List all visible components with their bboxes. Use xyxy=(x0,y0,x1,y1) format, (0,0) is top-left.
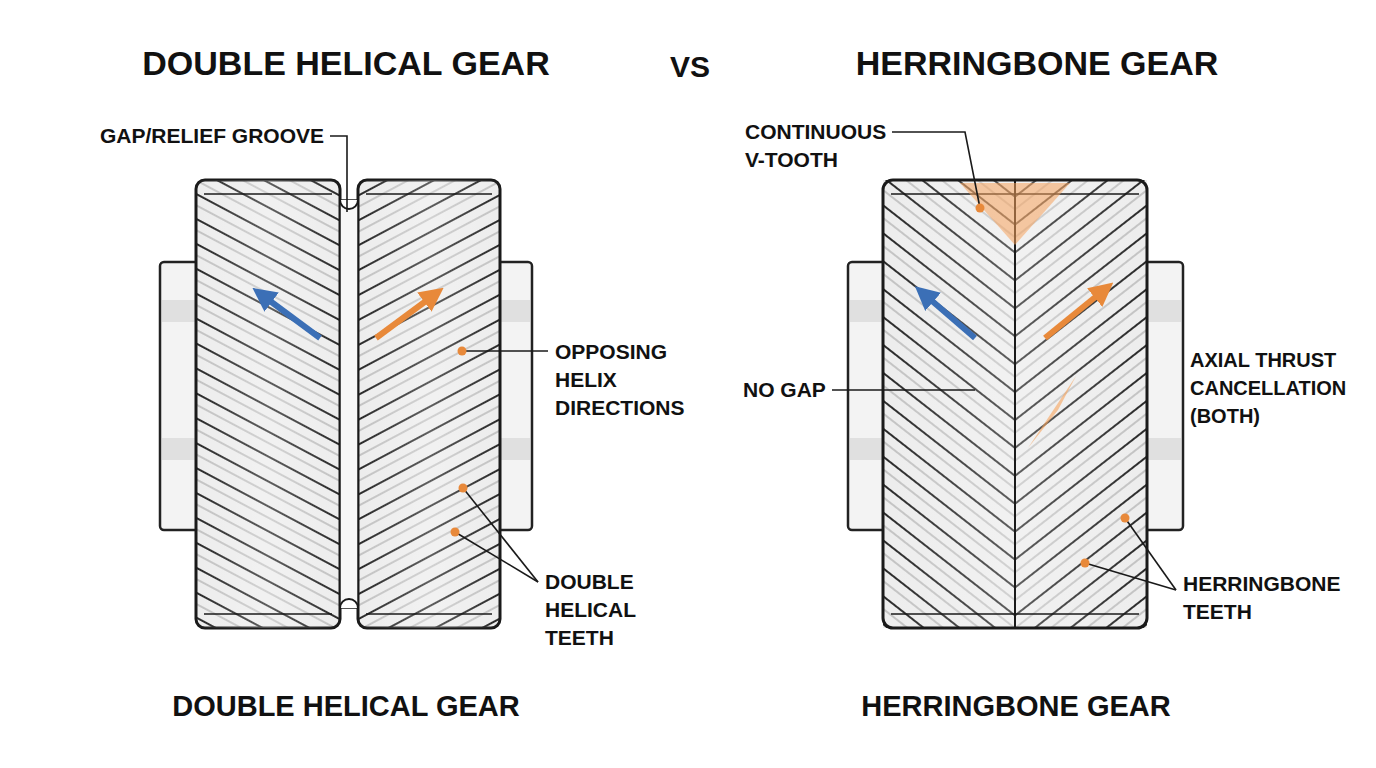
heading: HERRINGBONE GEAR xyxy=(856,44,1219,83)
rim-line xyxy=(366,613,492,615)
leader-dot xyxy=(451,528,460,537)
callout-label: GAP/RELIEF GROOVE xyxy=(100,124,324,148)
thrust-highlight xyxy=(1028,376,1076,448)
gear-body xyxy=(883,180,1147,628)
shaft-shade xyxy=(498,300,530,322)
shaft-shade xyxy=(850,438,886,460)
callout-label: CONTINUOUS V-TOOTH xyxy=(745,118,895,174)
helix-arrow xyxy=(376,295,434,338)
apex-line xyxy=(1014,180,1016,628)
leader-lines xyxy=(330,132,1176,590)
leader-line xyxy=(462,350,548,352)
helix-arrow xyxy=(924,294,975,338)
leader-dots xyxy=(451,204,1130,568)
groove-notch xyxy=(340,200,358,209)
leader-dot xyxy=(458,347,467,356)
gear-half xyxy=(196,180,340,628)
leader-dot xyxy=(1081,559,1090,568)
vs-label: VS xyxy=(670,50,710,85)
shaft-shade xyxy=(1145,438,1181,460)
gear-name: DOUBLE HELICAL GEAR xyxy=(172,690,519,723)
shaft-shade xyxy=(162,300,198,322)
leader-line xyxy=(892,132,980,208)
gear-half xyxy=(358,180,500,628)
leader-line xyxy=(463,488,538,582)
groove-notch xyxy=(340,599,358,608)
leader-line xyxy=(330,136,347,212)
gear-highlight xyxy=(196,180,340,628)
callout-label: DOUBLE HELICAL TEETH xyxy=(545,568,655,652)
helix-arrow xyxy=(1045,290,1104,338)
leader-dot xyxy=(459,484,468,493)
callout-label: AXIAL THRUST CANCELLATION (BOTH) xyxy=(1190,346,1370,430)
relief-groove xyxy=(340,200,358,608)
shaft-shade xyxy=(498,438,530,460)
shaft xyxy=(1143,262,1183,530)
gear-highlight xyxy=(358,180,500,628)
leader-dot xyxy=(1121,514,1130,523)
helix-arrow xyxy=(262,295,320,338)
leader-line xyxy=(455,532,538,582)
leader-line xyxy=(1125,518,1176,590)
gear-name: HERRINGBONE GEAR xyxy=(861,690,1170,723)
shaft-shade xyxy=(162,438,198,460)
rim-line xyxy=(891,613,1139,615)
shaft-shade xyxy=(1145,300,1181,322)
shaft-shade xyxy=(850,300,886,322)
callout-label: OPPOSING HELIX DIRECTIONS xyxy=(555,338,695,422)
shaft xyxy=(160,262,200,530)
leader-line xyxy=(832,389,975,391)
callout-label: HERRINGBONE TEETH xyxy=(1183,570,1353,626)
rim-line xyxy=(204,613,332,615)
heading: DOUBLE HELICAL GEAR xyxy=(142,44,549,83)
rim-line xyxy=(366,193,492,195)
callout-label: NO GAP xyxy=(743,378,826,402)
leader-line xyxy=(1085,563,1176,590)
rim-line xyxy=(204,193,332,195)
leader-dot xyxy=(976,204,985,213)
